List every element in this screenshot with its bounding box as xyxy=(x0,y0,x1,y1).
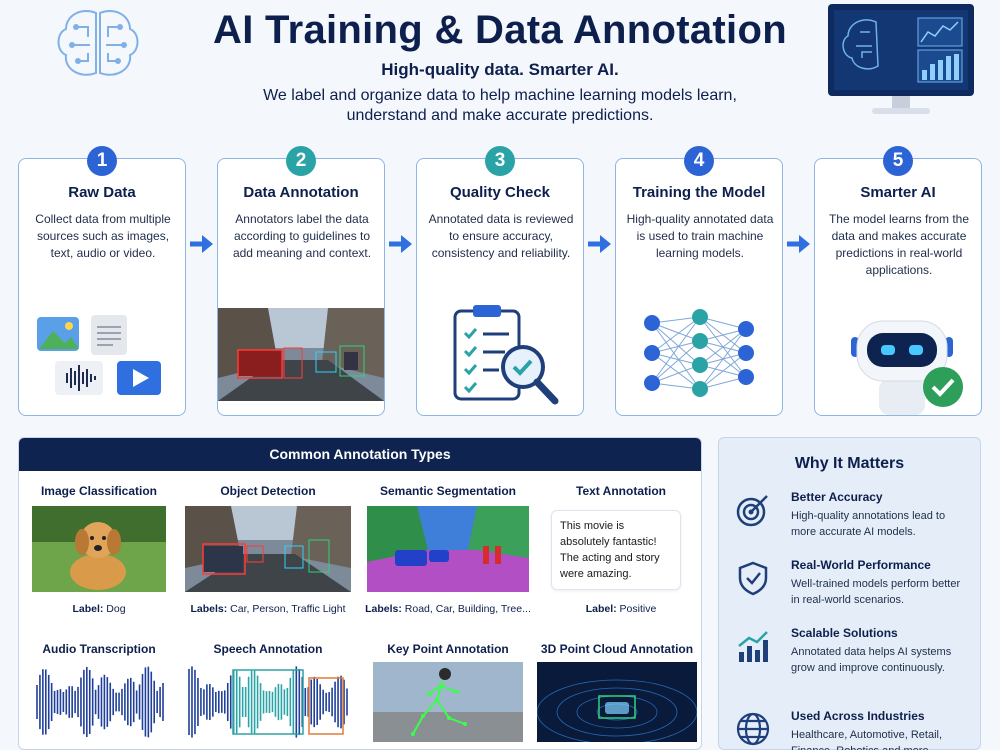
tile-title: Text Annotation xyxy=(576,484,666,498)
step-quality-check: 3 Quality Check Annotated data is review… xyxy=(416,146,584,416)
step-number-badge: 2 xyxy=(286,146,316,176)
shield-check-icon xyxy=(738,561,768,596)
street-detection-image xyxy=(185,506,351,592)
step-title: Quality Check xyxy=(449,184,551,201)
why-item-text: Annotated data helps AI systems grow and… xyxy=(791,646,952,674)
clipboard-magnifier-icon xyxy=(453,305,559,405)
why-it-matters-panel: Why It Matters Better Accuracy High-qual… xyxy=(718,437,981,750)
tile-object-detection: Object Detection Labels: Car, Person, Tr… xyxy=(183,478,353,628)
page-subtitle: High-quality data. Smarter AI. xyxy=(381,60,619,79)
tile-semantic-segmentation: Semantic Segmentation Labels: Road, Car,… xyxy=(361,478,535,628)
segmentation-image xyxy=(367,506,529,592)
step-number-badge: 1 xyxy=(87,146,117,176)
tile-title: Audio Transcription xyxy=(42,642,156,656)
why-heading: Why It Matters xyxy=(794,455,905,472)
arrow-right-icon xyxy=(588,235,611,253)
tile-title: Object Detection xyxy=(220,484,316,498)
step-title: Training the Model xyxy=(632,184,766,201)
tile-label: Label: Dog xyxy=(72,603,126,615)
dog-photo xyxy=(32,506,166,592)
step-number-badge: 3 xyxy=(485,146,515,176)
tile-title: Semantic Segmentation xyxy=(379,484,517,498)
step-number-badge: 5 xyxy=(883,146,913,176)
monitor-dashboard-icon xyxy=(828,4,974,114)
step-description: High-quality annotated data is used to t… xyxy=(626,212,774,260)
step-raw-data: 1 Raw Data Collect data from multiple so… xyxy=(18,146,186,416)
step-title: Raw Data xyxy=(68,184,136,201)
step-training-model: 4 Training the Model High-quality annota… xyxy=(615,146,783,416)
tile-title: 3D Point Cloud Annotation xyxy=(540,642,694,656)
annotation-types-panel: Common Annotation Types Image Classifica… xyxy=(18,437,702,750)
tile-label: Labels: Car, Person, Traffic Light xyxy=(190,603,346,615)
step-description: The model learns from the data and makes… xyxy=(828,212,970,277)
tile-3d-point-cloud: 3D Point Cloud Annotation xyxy=(531,636,701,749)
why-item-title: Real-World Performance xyxy=(791,558,931,572)
speech-segment-box xyxy=(232,669,304,735)
tile-image-classification: Image Classification Label: Dog xyxy=(19,478,179,628)
why-item-text: Healthcare, Automotive, Retail, Finance,… xyxy=(791,729,943,750)
step-description: Annotators label the data according to g… xyxy=(232,212,372,260)
arrow-right-icon xyxy=(389,235,412,253)
step-title: Smarter AI xyxy=(860,184,936,201)
robot-icon xyxy=(851,320,963,415)
tile-speech-annotation: Speech Annotation xyxy=(183,636,353,749)
media-files-icon xyxy=(37,315,161,395)
step-smarter-ai: 5 Smarter AI The model learns from the d… xyxy=(814,146,982,416)
audio-waveform xyxy=(36,666,164,738)
arrow-right-icon xyxy=(787,235,810,253)
tile-label: Labels: Road, Car, Building, Tree... xyxy=(365,603,531,615)
tile-key-point-annotation: Key Point Annotation xyxy=(361,636,535,749)
why-item-text: High-quality annotations lead to more ac… xyxy=(791,510,946,538)
growth-chart-icon xyxy=(738,631,768,662)
arrow-right-icon xyxy=(190,235,213,253)
step-description: Annotated data is reviewed to ensure acc… xyxy=(428,212,574,260)
why-item-title: Better Accuracy xyxy=(791,490,883,504)
tile-audio-transcription: Audio Transcription xyxy=(19,636,179,749)
why-item-title: Scalable Solutions xyxy=(791,626,898,640)
why-item-title: Used Across Industries xyxy=(791,709,925,723)
globe-icon xyxy=(736,712,770,746)
step-data-annotation: 2 Data Annotation Annotators label the d… xyxy=(217,146,385,416)
runner-keypoint-image xyxy=(373,662,523,742)
neural-network-icon xyxy=(644,309,754,397)
point-cloud-image xyxy=(537,662,697,742)
brain-circuit-icon xyxy=(57,10,139,76)
tile-title: Speech Annotation xyxy=(213,642,323,656)
annotation-types-heading: Common Annotation Types xyxy=(19,438,701,471)
tile-text-annotation: Text Annotation This movie is absolutely… xyxy=(541,478,701,628)
speech-segment-box xyxy=(308,677,344,735)
why-item-text: Well-trained models perform better in re… xyxy=(791,578,961,606)
tile-title: Key Point Annotation xyxy=(387,642,509,656)
step-description: Collect data from multiple sources such … xyxy=(35,212,171,260)
street-annotation-image xyxy=(218,308,384,401)
step-number-badge: 4 xyxy=(684,146,714,176)
speech-waveform xyxy=(188,666,348,738)
sample-text: This movie is absolutely fantastic! The … xyxy=(551,510,681,590)
target-icon xyxy=(736,495,768,527)
page-title: AI Training & Data Annotation xyxy=(213,8,787,52)
tile-label: Label: Positive xyxy=(585,603,657,615)
page-description: We label and organize data to help machi… xyxy=(263,87,737,124)
tile-title: Image Classification xyxy=(40,484,158,498)
step-title: Data Annotation xyxy=(243,184,359,201)
